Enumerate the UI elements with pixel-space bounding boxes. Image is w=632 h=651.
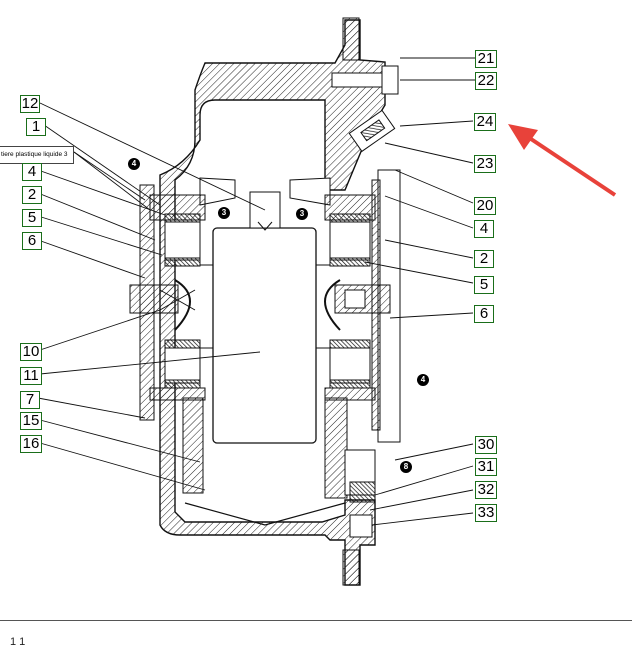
label-10: 10 bbox=[20, 343, 42, 361]
label-20: 20 bbox=[474, 197, 496, 215]
label-4-right: 4 bbox=[474, 220, 494, 238]
label-11: 11 bbox=[20, 367, 42, 385]
label-12: 12 bbox=[20, 95, 40, 113]
label-33: 33 bbox=[475, 504, 497, 522]
label-6-right: 6 bbox=[474, 305, 494, 323]
label-5-left: 5 bbox=[22, 209, 42, 227]
bottom-text: 1 1 bbox=[10, 636, 26, 648]
bottom-divider bbox=[0, 620, 632, 621]
marker-4-right: 4 bbox=[417, 374, 429, 386]
label-4-left: 4 bbox=[22, 163, 42, 181]
note-box: tiere plastique liquide 3 bbox=[0, 146, 74, 164]
label-16: 16 bbox=[20, 435, 42, 453]
label-22: 22 bbox=[475, 72, 497, 90]
label-21: 21 bbox=[475, 50, 497, 68]
label-1: 1 bbox=[26, 118, 46, 136]
label-2-right: 2 bbox=[474, 250, 494, 268]
label-15: 15 bbox=[20, 412, 42, 430]
label-2-left: 2 bbox=[22, 186, 42, 204]
housing-outer bbox=[159, 19, 386, 586]
label-23: 23 bbox=[474, 155, 496, 173]
label-6-left: 6 bbox=[22, 232, 42, 250]
marker-3-right: 3 bbox=[296, 208, 308, 220]
marker-4-top: 4 bbox=[128, 158, 140, 170]
label-5-right: 5 bbox=[474, 276, 494, 294]
label-30: 30 bbox=[475, 436, 497, 454]
red-arrow-pointer bbox=[508, 124, 617, 197]
label-7: 7 bbox=[20, 391, 40, 409]
leader-lines bbox=[37, 57, 475, 526]
label-31: 31 bbox=[475, 458, 497, 476]
label-32: 32 bbox=[475, 481, 497, 499]
label-24: 24 bbox=[474, 113, 496, 131]
marker-3-left: 3 bbox=[218, 207, 230, 219]
marker-8: 8 bbox=[400, 461, 412, 473]
